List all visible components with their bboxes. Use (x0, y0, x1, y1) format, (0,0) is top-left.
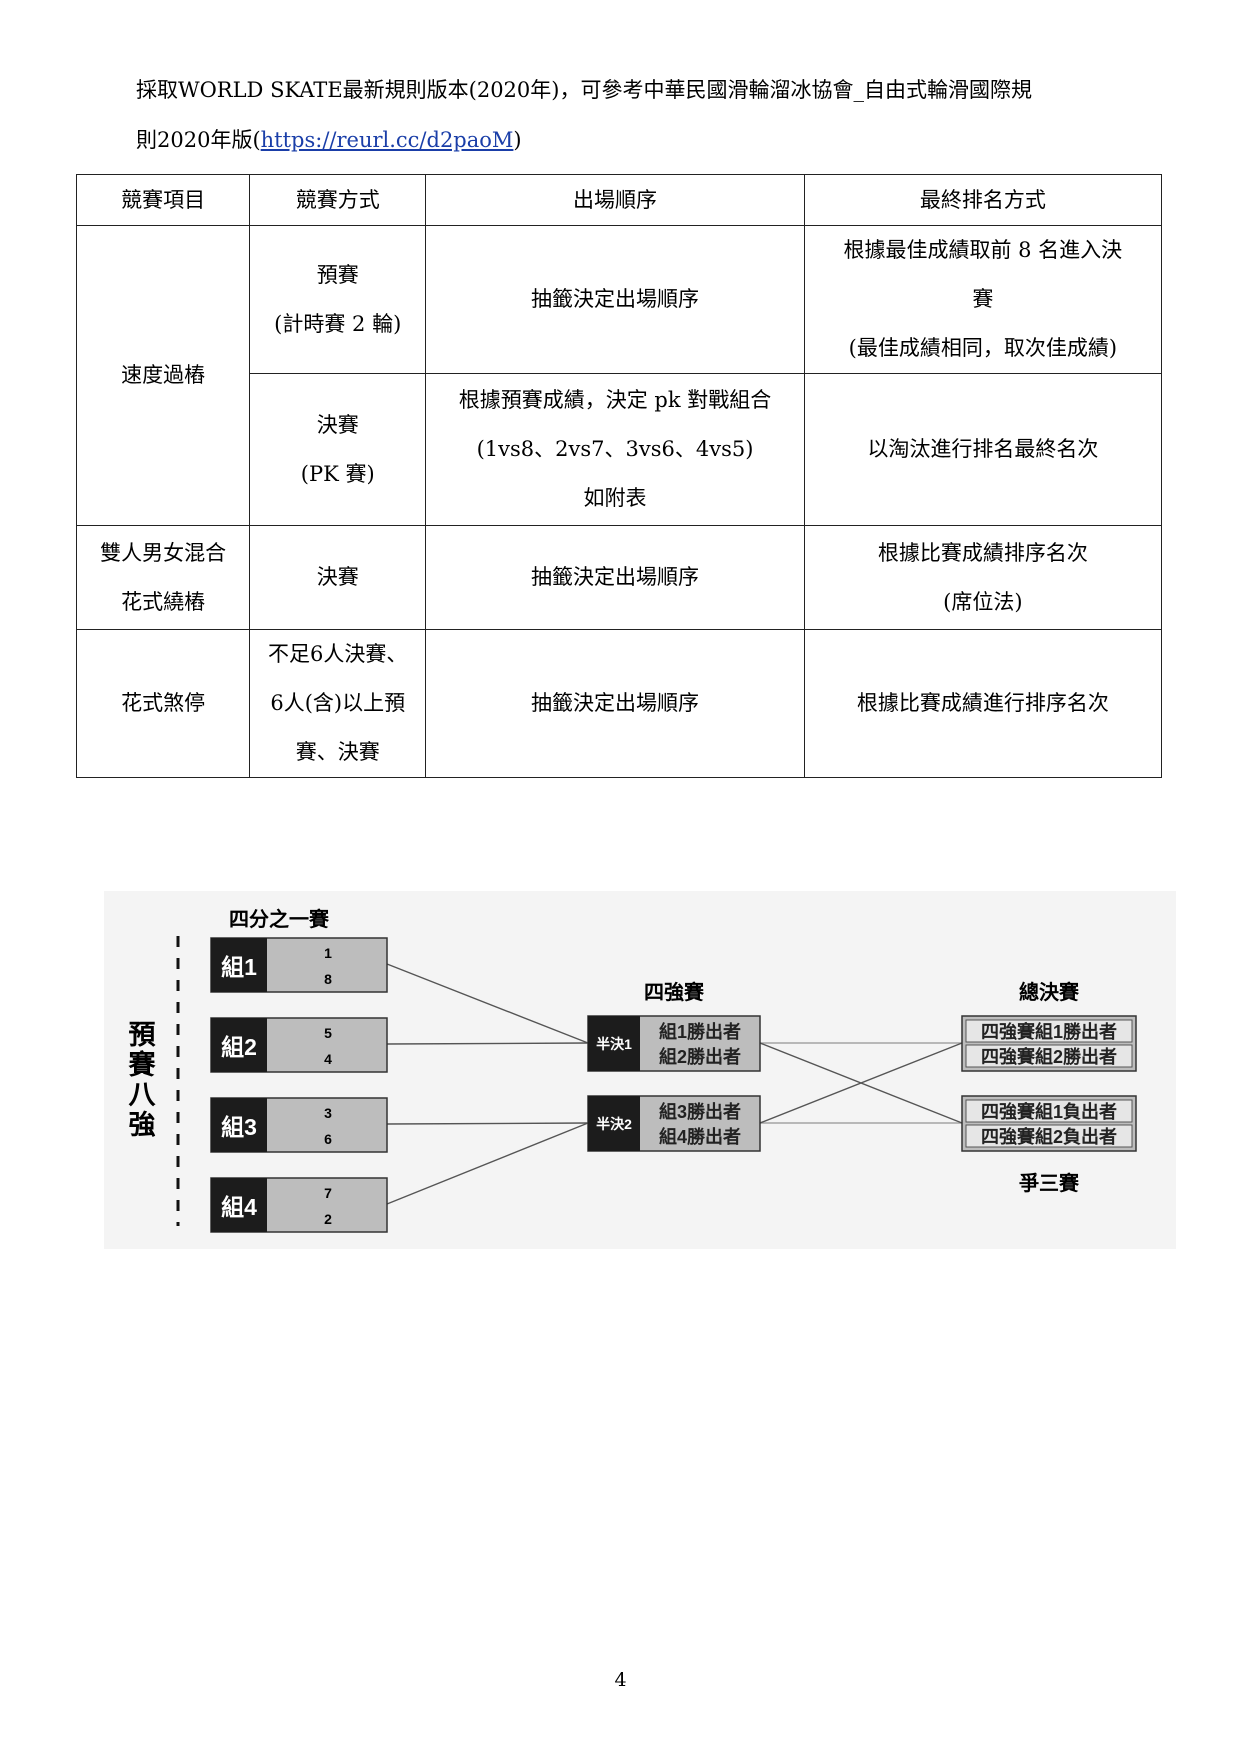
speed-prelim-method-cell: 預賽(計時賽 2 輪) (249, 225, 427, 374)
group-3-seed-b: 6 (324, 1131, 332, 1147)
speed-prelim-ranking-cell: 根據最佳成績取前 8 名進入決賽(最佳成績相同，取次佳成績) (803, 225, 1163, 374)
final-line-2: 四強賽組2勝出者 (981, 1046, 1117, 1067)
table-row-speed-prelim: 速度過樁 預賽(計時賽 2 輪) 抽籤決定出場順序 根據最佳成績取前 8 名進入… (75, 225, 1163, 526)
intro-line-2-prefix: 則2020年版( (136, 128, 261, 152)
pk-bracket-diagram: 預 賽 八 強 四分之一賽 四強賽 總決賽 爭三賽 組1 1 8 組2 5 4 … (104, 891, 1176, 1249)
table-row-slide: 花式煞停 不足6人決賽、6人(含)以上預賽、決賽 抽籤決定出場順序 根據比賽成績… (75, 629, 1163, 778)
semi-2-line-2: 組4勝出者 (659, 1126, 741, 1147)
line-g1-semi1 (386, 963, 589, 1044)
table-row-pairs: 雙人男女混合花式繞樁 決賽 抽籤決定出場順序 根據比賽成績排序名次(席位法) (75, 525, 1163, 630)
side-label-char-2: 賽 (128, 1049, 157, 1080)
third-line-2: 四強賽組2負出者 (981, 1126, 1117, 1147)
page-number: 4 (614, 1669, 627, 1691)
slide-method-cell: 不足6人決賽、6人(含)以上預賽、決賽 (249, 629, 427, 778)
intro-line-2: 則2020年版(https://reurl.cc/d2paoM) (136, 128, 1146, 153)
group-3-label: 組3 (221, 1114, 257, 1140)
competition-rules-table: 競賽項目 競賽方式 出場順序 最終排名方式 速度過樁 預賽(計時賽 2 輪) 抽… (75, 174, 1163, 778)
pairs-method-cell: 決賽 (249, 525, 427, 630)
line-g3-semi2 (386, 1122, 589, 1125)
semi-final-title: 四強賽 (644, 980, 705, 1004)
third-line-1: 四強賽組1負出者 (981, 1101, 1117, 1122)
speed-final-ranking-cell: 以淘汰進行排名最終名次 (803, 373, 1163, 526)
pairs-ranking-cell: 根據比賽成績排序名次(席位法) (803, 525, 1163, 630)
semi-2-label: 半決2 (596, 1116, 632, 1132)
group-4-seed-a: 7 (324, 1185, 332, 1201)
rules-link[interactable]: https://reurl.cc/d2paoM (260, 128, 514, 152)
group-1-box: 組1 1 8 (210, 937, 388, 993)
semi-2-line-1: 組3勝出者 (659, 1101, 741, 1122)
speed-prelim-order-cell: 抽籤決定出場順序 (425, 225, 805, 374)
intro-line-1: 採取WORLD SKATE最新規則版本(2020年)，可參考中華民國滑輪溜冰協會… (136, 78, 1032, 102)
line-g2-semi1 (386, 1042, 589, 1045)
speed-event-cell: 速度過樁 (75, 225, 251, 526)
header-method: 競賽方式 (249, 174, 427, 226)
header-order: 出場順序 (425, 174, 805, 226)
pairs-order-cell: 抽籤決定出場順序 (425, 525, 805, 630)
slide-event-cell: 花式煞停 (75, 629, 251, 778)
group-1-label: 組1 (221, 954, 257, 980)
group-4-seed-b: 2 (324, 1211, 332, 1227)
group-2-seed-b: 4 (324, 1051, 332, 1067)
header-event: 競賽項目 (75, 174, 251, 226)
final-box: 四強賽組1勝出者 四強賽組2勝出者 (961, 1015, 1137, 1072)
final-title: 總決賽 (1019, 980, 1080, 1004)
group-3-seed-a: 3 (324, 1105, 332, 1121)
semi-final-1-box: 半決1 組1勝出者 組2勝出者 (587, 1015, 761, 1072)
semi-1-label: 半決1 (596, 1036, 632, 1052)
bracket-lines (386, 963, 963, 1205)
line-g4-semi2 (386, 1122, 589, 1205)
intro-line-2-suffix: ) (513, 128, 522, 152)
group-2-box: 組2 5 4 (210, 1017, 388, 1073)
header-ranking: 最終排名方式 (803, 174, 1163, 226)
third-place-box: 四強賽組1負出者 四強賽組2負出者 (961, 1095, 1137, 1152)
third-place-title: 爭三賽 (1019, 1171, 1080, 1195)
group-4-box: 組4 7 2 (210, 1177, 388, 1233)
side-label-char-1: 預 (129, 1020, 157, 1050)
speed-final-method-cell: 決賽(PK 賽) (249, 373, 427, 526)
group-1-seed-a: 1 (324, 945, 332, 961)
semi-1-line-2: 組2勝出者 (659, 1046, 741, 1067)
slide-ranking-cell: 根據比賽成績進行排序名次 (803, 629, 1163, 778)
quarter-final-title: 四分之一賽 (229, 907, 330, 931)
side-label-char-4: 強 (129, 1110, 156, 1140)
speed-final-order-cell: 根據預賽成績，決定 pk 對戰組合(1vs8、2vs7、3vs6、4vs5)如附… (425, 373, 805, 526)
final-line-1: 四強賽組1勝出者 (981, 1021, 1117, 1042)
group-2-seed-a: 5 (324, 1025, 332, 1041)
group-1-seed-b: 8 (324, 971, 332, 987)
semi-1-line-1: 組1勝出者 (659, 1021, 741, 1042)
side-label-char-3: 八 (129, 1080, 157, 1110)
slide-order-cell: 抽籤決定出場順序 (425, 629, 805, 778)
table-header-row: 競賽項目 競賽方式 出場順序 最終排名方式 (75, 174, 1163, 226)
pairs-event-cell: 雙人男女混合花式繞樁 (75, 525, 251, 630)
group-2-label: 組2 (221, 1034, 257, 1060)
group-4-label: 組4 (221, 1194, 257, 1220)
group-3-box: 組3 3 6 (210, 1097, 388, 1153)
line-semi2-final (759, 1042, 963, 1124)
semi-final-2-box: 半決2 組3勝出者 組4勝出者 (587, 1095, 761, 1152)
